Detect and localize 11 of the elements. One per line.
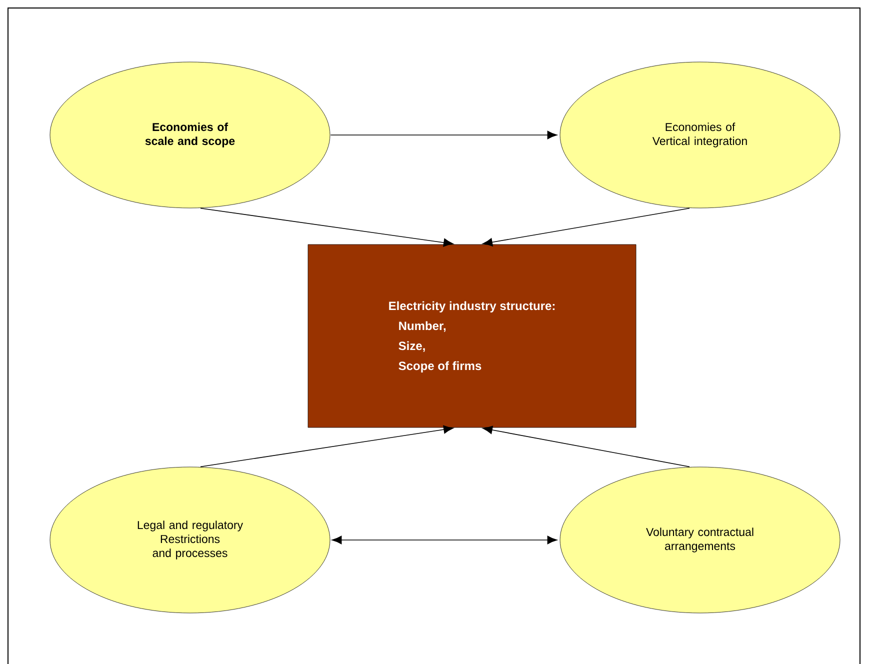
- arrow: [330, 130, 558, 140]
- arrow: [332, 536, 558, 544]
- ellipse-node: Voluntary contractual arrangements: [560, 466, 840, 614]
- arrow: [482, 426, 690, 468]
- ellipse-node: Economies of scale and scope: [50, 62, 330, 208]
- ellipse-node: Economies of Vertical integration: [560, 62, 840, 208]
- arrow: [482, 208, 690, 246]
- ellipse-node: Legal and regulatory Restrictions and processes: [50, 466, 330, 614]
- arrow: [200, 425, 454, 468]
- arrow: [200, 208, 454, 247]
- structure-box: Electricity industry structure: Number, Size, Scope of firms: [308, 244, 636, 428]
